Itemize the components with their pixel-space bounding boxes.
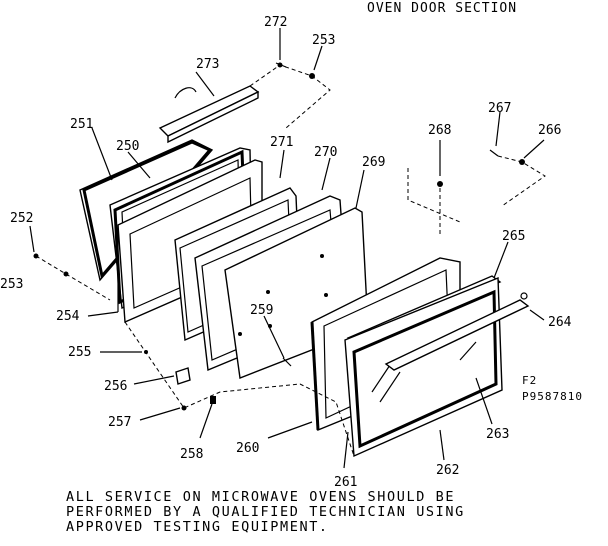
label-255: 255	[68, 345, 91, 360]
label-250: 250	[116, 139, 139, 154]
screw-257	[181, 405, 187, 411]
label-257: 257	[108, 415, 131, 430]
clip-256	[175, 367, 191, 385]
service-note-line: PERFORMED BY A QUALIFIED TECHNICIAN USIN…	[66, 504, 465, 520]
part-273-top-channel	[158, 85, 260, 144]
label-254: 254	[56, 309, 80, 324]
service-note-line: ALL SERVICE ON MICROWAVE OVENS SHOULD BE	[66, 489, 456, 505]
nut-268	[437, 181, 443, 187]
dashed-leader	[249, 64, 331, 129]
label-265: 265	[502, 229, 525, 244]
part-262-outer-door	[344, 276, 503, 458]
label-253-left: 253	[0, 277, 23, 292]
dashed-leader	[124, 321, 355, 457]
label-273: 273	[196, 57, 219, 72]
label-259: 259	[250, 303, 273, 318]
label-270: 270	[314, 145, 337, 160]
leader-lines	[29, 28, 545, 469]
diagram-title: OVEN DOOR SECTION	[367, 1, 517, 16]
label-252: 252	[10, 211, 33, 226]
service-note-line: APPROVED TESTING EQUIPMENT.	[66, 519, 329, 535]
label-268: 268	[428, 123, 451, 138]
nut-253-left	[63, 271, 69, 277]
part-264-handle	[384, 292, 530, 371]
label-260: 260	[236, 441, 259, 456]
label-269: 269	[362, 155, 385, 170]
label-258: 258	[180, 447, 203, 462]
label-261: 261	[334, 475, 357, 490]
label-271: 271	[270, 135, 293, 150]
label-256: 256	[104, 379, 127, 394]
screw-267	[489, 149, 499, 157]
dashed-leader	[407, 168, 461, 223]
label-266: 266	[538, 123, 561, 138]
figure-code-number: P9587810	[522, 390, 583, 403]
label-264: 264	[548, 315, 572, 330]
label-262: 262	[436, 463, 459, 478]
label-267: 267	[488, 101, 511, 116]
label-272: 272	[264, 15, 287, 30]
dashed-leader	[497, 155, 546, 207]
label-263: 263	[486, 427, 509, 442]
screw-259	[282, 357, 292, 367]
figure-code-f2: F2	[522, 374, 537, 387]
label-253-top: 253	[312, 33, 335, 48]
label-251: 251	[70, 117, 93, 132]
service-note: ALL SERVICE ON MICROWAVE OVENS SHOULD BE…	[66, 490, 606, 535]
bumper-258	[210, 396, 216, 404]
